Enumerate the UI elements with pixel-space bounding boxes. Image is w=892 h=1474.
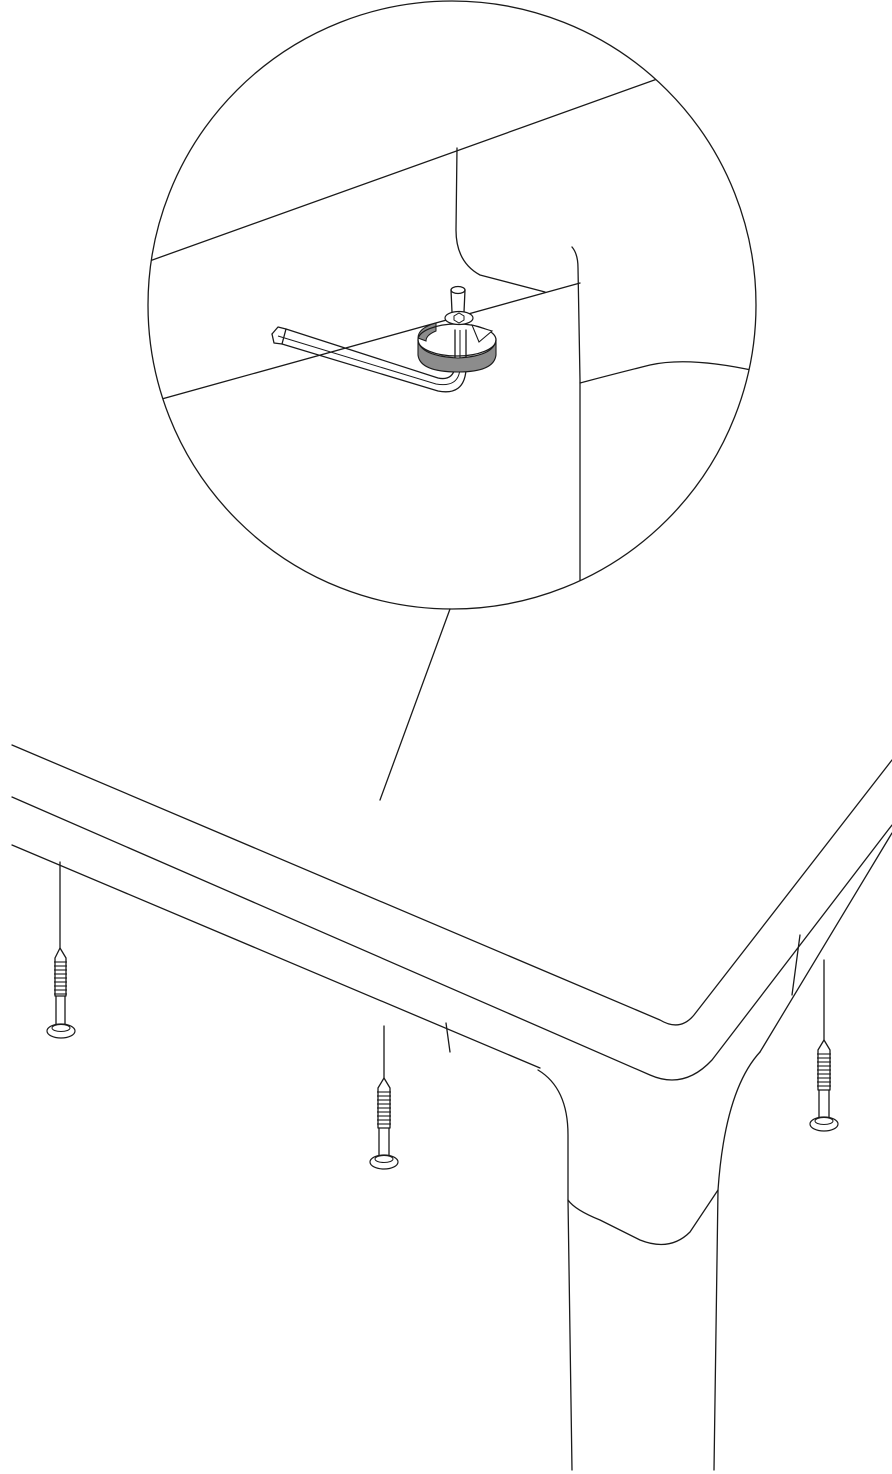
leg-right-edge bbox=[713, 1051, 761, 1471]
bolt-icon bbox=[369, 1025, 399, 1170]
tabletop-rim-edge bbox=[11, 796, 892, 1081]
rotation-arrow-head bbox=[471, 324, 494, 343]
table-leg bbox=[537, 1051, 761, 1471]
apron-seam-right bbox=[791, 934, 801, 996]
detail-leader-line bbox=[379, 608, 451, 801]
zoom-leg-left-contour bbox=[455, 147, 546, 293]
detail-circle bbox=[147, 0, 757, 610]
apron-underside bbox=[11, 844, 541, 1069]
leg-left-edge bbox=[537, 1069, 573, 1471]
detail-magnifier bbox=[147, 0, 757, 610]
bolt-icon bbox=[809, 959, 839, 1132]
zoom-leg-right-contour bbox=[571, 246, 581, 609]
table-top bbox=[11, 744, 892, 1081]
apron-right-underside bbox=[759, 832, 892, 1053]
zoom-top-edge bbox=[148, 77, 661, 269]
rotate-clockwise-arrow-icon bbox=[417, 322, 497, 373]
zoom-right-rail bbox=[579, 361, 756, 384]
zoom-underside-edge bbox=[148, 282, 581, 406]
tabletop-top-edge bbox=[11, 744, 892, 1026]
detail-contents bbox=[148, 77, 756, 609]
bolt-icon bbox=[46, 861, 76, 1039]
apron-seam-front bbox=[445, 1022, 451, 1053]
leg-joint-line bbox=[567, 1189, 719, 1246]
bolt-detail-icon bbox=[444, 285, 474, 326]
allen-key-tip-edge bbox=[281, 328, 287, 345]
